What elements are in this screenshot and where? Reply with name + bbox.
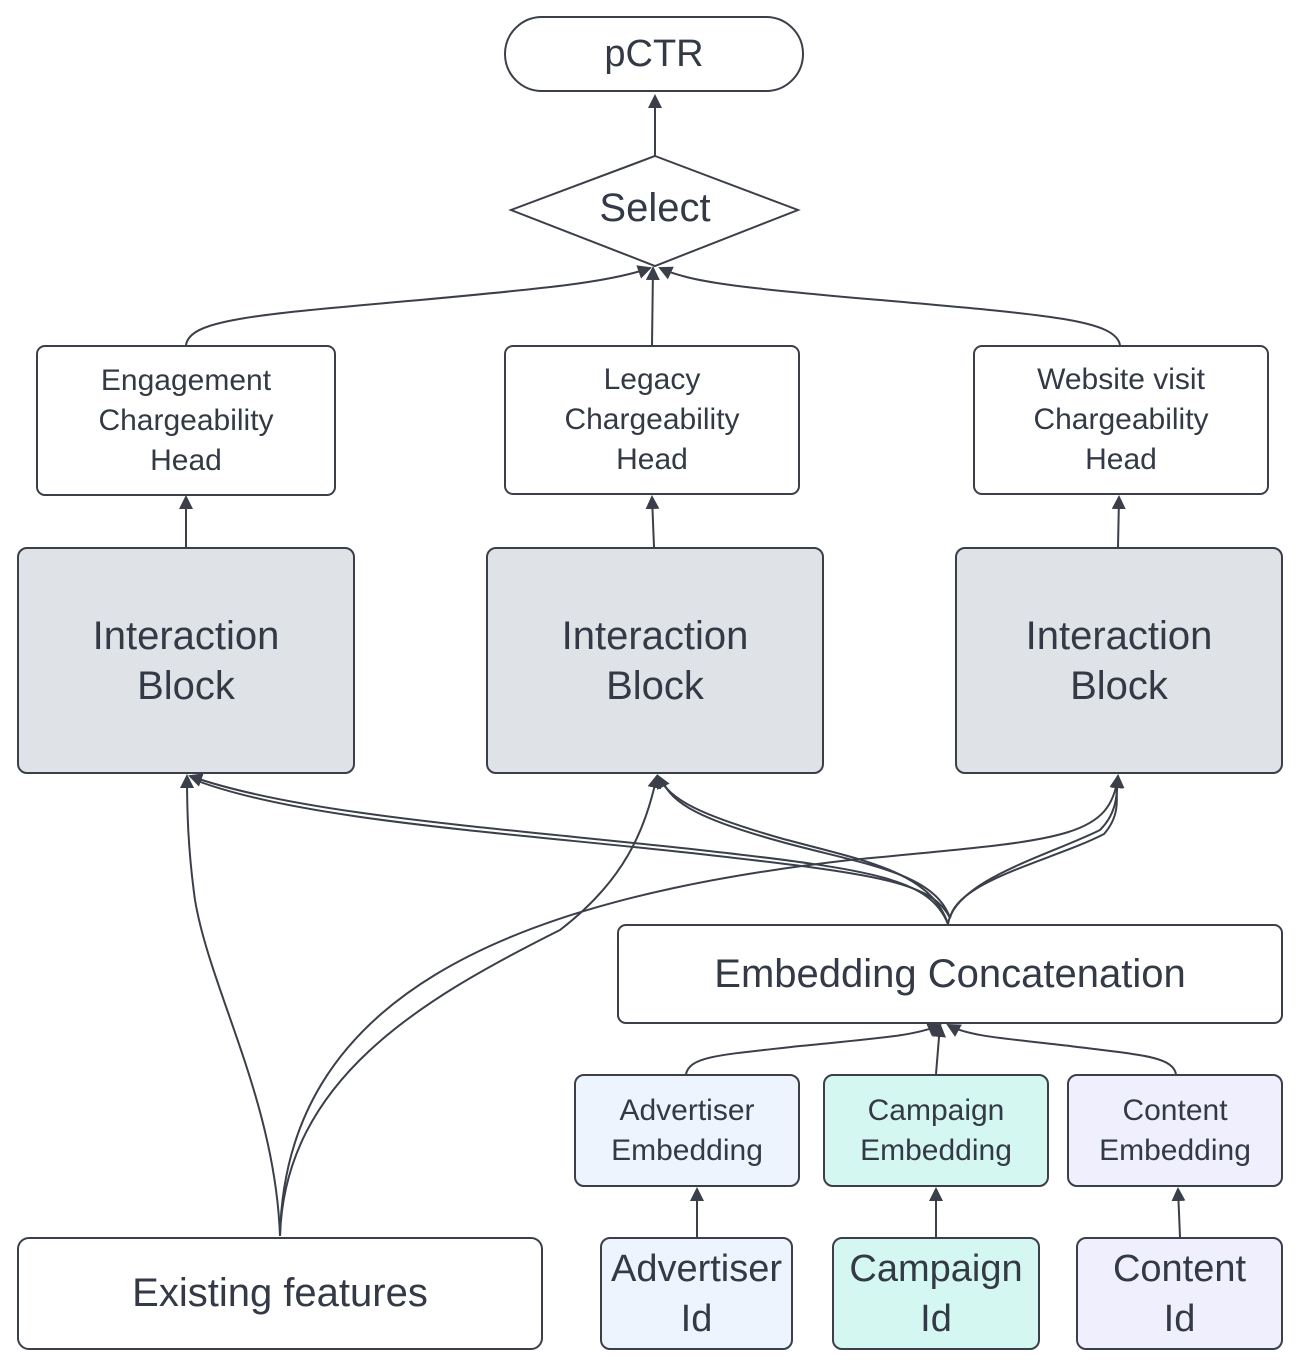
edge-campaign-emb-to-concat — [932, 1023, 947, 1075]
edge-concat-to-block2 — [657, 774, 949, 925]
content-id: Content Id — [1076, 1237, 1283, 1350]
interaction-block-3: Interaction Block — [955, 547, 1283, 774]
edge-block3-to-website-head — [1111, 495, 1126, 548]
interaction-block-2: Interaction Block — [486, 547, 824, 774]
edge-block2-to-legacy-head — [645, 495, 660, 548]
advertiser-embedding: Advertiser Embedding — [574, 1074, 800, 1187]
edge-advertiser-emb-to-concat — [685, 1023, 942, 1075]
legacy-chargeability-head: Legacy Chargeability Head — [504, 345, 800, 495]
edge-concat-to-block3-b — [949, 779, 1118, 919]
edge-concat-to-block1-b — [194, 779, 951, 919]
embedding-concatenation: Embedding Concatenation — [617, 924, 1283, 1024]
engagement-chargeability-head: Engagement Chargeability Head — [36, 345, 336, 496]
edge-existing-to-block3 — [279, 774, 1124, 1237]
campaign-embedding: Campaign Embedding — [823, 1074, 1049, 1187]
interaction-block-1: Interaction Block — [17, 547, 355, 774]
edge-content-id-to-emb — [1171, 1187, 1186, 1238]
pctr-node: pCTR — [504, 16, 804, 92]
select-diamond — [508, 154, 801, 268]
edge-website-head-to-select — [658, 266, 1121, 346]
website-visit-chargeability-head: Website visit Chargeability Head — [973, 345, 1269, 495]
edge-engagement-head-to-select — [185, 265, 652, 346]
edge-concat-to-block2-b — [661, 779, 951, 919]
existing-features: Existing features — [17, 1237, 543, 1350]
campaign-id: Campaign Id — [832, 1237, 1040, 1350]
content-embedding: Content Embedding — [1067, 1074, 1283, 1187]
edge-concat-to-block3 — [947, 774, 1125, 925]
edge-content-emb-to-concat — [946, 1024, 1177, 1075]
advertiser-id: Advertiser Id — [600, 1237, 793, 1350]
select-label: Select — [599, 185, 711, 230]
edge-legacy-head-to-select — [645, 266, 660, 346]
edge-concat-to-block1 — [188, 773, 949, 925]
edge-existing-to-block1 — [180, 774, 281, 1237]
edge-existing-to-block2 — [279, 774, 662, 1237]
